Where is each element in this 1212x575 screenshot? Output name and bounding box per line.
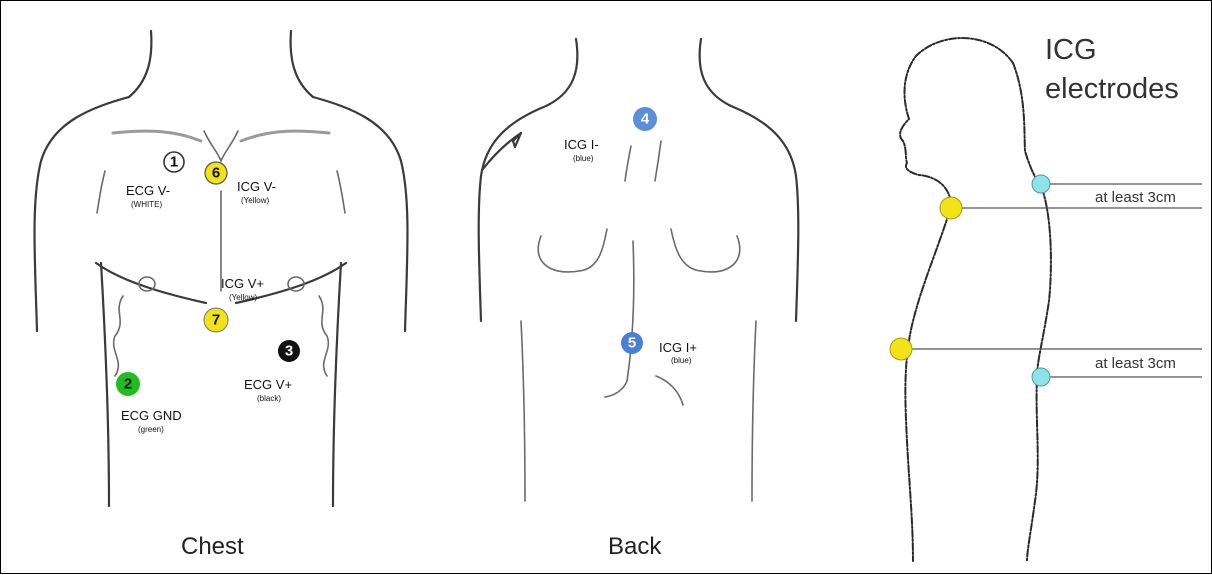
chest-electrode-6: 6 ICG V- (Yellow) — [205, 162, 276, 205]
side-electrode-neck-yellow — [940, 197, 962, 219]
distance-label-lower: at least 3cm — [1095, 355, 1176, 372]
side-measure-upper: at least 3cm — [940, 175, 1202, 219]
chest-title: Chest — [181, 533, 244, 560]
distance-label-upper: at least 3cm — [1095, 189, 1176, 206]
electrode-number-6: 6 — [212, 165, 220, 182]
electrode-color-4: (blue) — [573, 154, 594, 163]
electrode-color-5: (blue) — [671, 356, 692, 365]
side-electrode-chest-cyan — [1032, 368, 1050, 386]
electrode-label-1: ECG V- — [126, 183, 170, 198]
electrode-label-6: ICG V- — [237, 179, 276, 194]
back-body-outline — [479, 39, 799, 501]
electrode-label-2: ECG GND — [121, 408, 182, 423]
electrode-number-1: 1 — [170, 154, 178, 171]
electrode-color-7: (Yellow) — [229, 293, 257, 302]
side-panel: at least 3cm at least 3cm ICG electrodes — [890, 34, 1202, 561]
side-electrode-chest-yellow — [890, 338, 912, 360]
chest-electrode-3: 3 ECG V+ (black) — [244, 340, 300, 403]
electrode-color-1: (WHITE) — [131, 200, 162, 209]
electrode-color-2: (green) — [138, 425, 164, 434]
back-title: Back — [608, 533, 662, 560]
chest-body-outline — [35, 31, 408, 506]
electrode-label-7: ICG V+ — [221, 276, 264, 291]
side-electrode-neck-cyan — [1032, 175, 1050, 193]
side-measure-lower: at least 3cm — [890, 338, 1202, 386]
electrode-number-5: 5 — [628, 335, 636, 352]
chest-electrode-1: 1 ECG V- (WHITE) — [126, 152, 184, 209]
electrode-label-5: ICG I+ — [659, 340, 697, 355]
chest-electrode-7: ICG V+ (Yellow) 7 — [204, 276, 264, 332]
back-electrode-4: 4 ICG I- (blue) — [564, 107, 657, 163]
chest-electrode-2: 2 ECG GND (green) — [116, 372, 182, 434]
electrode-number-4: 4 — [641, 111, 650, 128]
chest-panel: 1 ECG V- (WHITE) 6 ICG V- (Yellow) ICG V… — [35, 31, 408, 560]
electrode-color-6: (Yellow) — [241, 196, 269, 205]
back-panel: 4 ICG I- (blue) 5 ICG I+ (blue) Back — [479, 39, 799, 560]
electrode-label-4: ICG I- — [564, 137, 599, 152]
electrode-number-3: 3 — [285, 343, 293, 360]
electrode-label-3: ECG V+ — [244, 377, 292, 392]
back-electrode-5: 5 ICG I+ (blue) — [621, 332, 697, 365]
side-title-line2: electrodes — [1045, 73, 1179, 105]
electrode-number-2: 2 — [124, 376, 132, 393]
side-body-outline — [900, 38, 1051, 561]
electrode-number-7: 7 — [212, 312, 220, 329]
side-title-line1: ICG — [1045, 34, 1097, 66]
electrode-color-3: (black) — [257, 394, 281, 403]
